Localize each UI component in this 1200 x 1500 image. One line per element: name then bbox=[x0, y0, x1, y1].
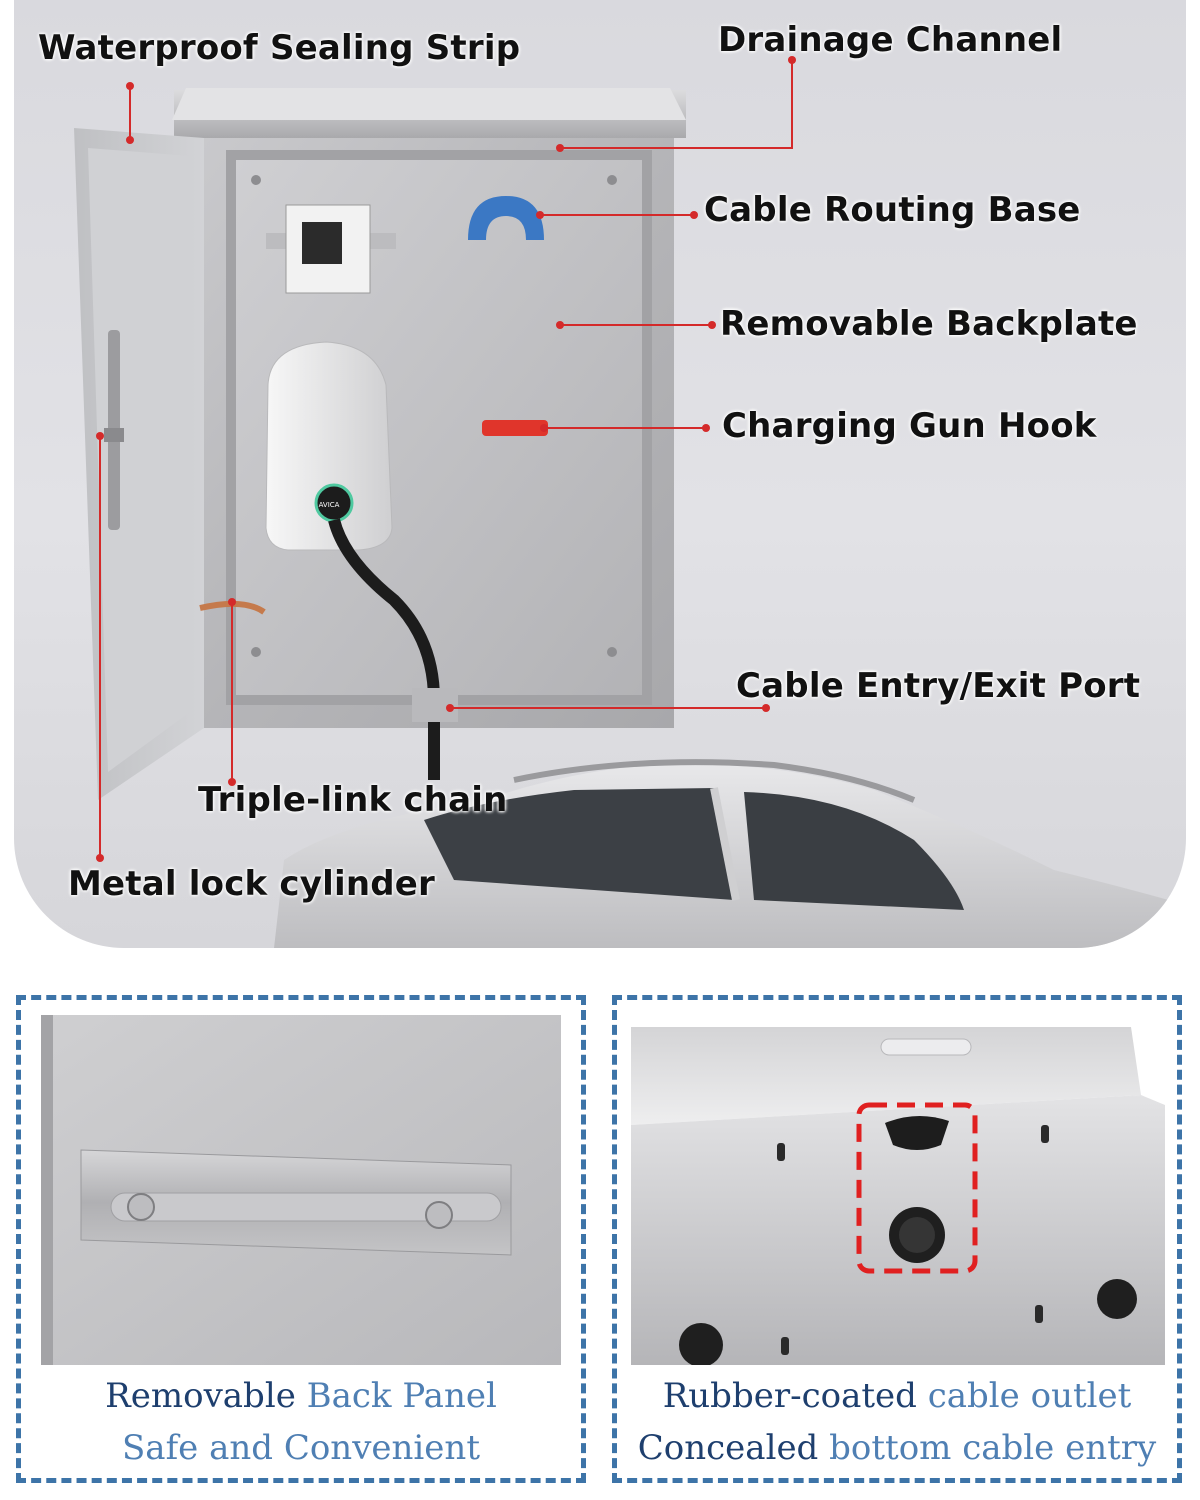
charger-brand: AVICA bbox=[319, 501, 340, 509]
cable-outlet-illustration bbox=[631, 1015, 1165, 1365]
callout-metal-lock-cylinder: Metal lock cylinder bbox=[68, 864, 435, 904]
callout-drainage-channel: Drainage Channel bbox=[718, 20, 1063, 60]
cable-outlet-detail-box: Rubber-coated cable outlet Concealed bot… bbox=[612, 995, 1182, 1483]
caption-text-dark: Concealed bbox=[637, 1428, 830, 1468]
caption-text-light: bottom cable entry bbox=[829, 1428, 1157, 1468]
din-rail-illustration bbox=[41, 1015, 561, 1365]
callout-charging-gun-hook: Charging Gun Hook bbox=[722, 406, 1097, 446]
callout-waterproof-sealing-strip: Waterproof Sealing Strip bbox=[38, 28, 521, 68]
caption-text-light: Safe and Convenient bbox=[122, 1428, 480, 1468]
leader-lines bbox=[99, 60, 793, 858]
din-rail-photo bbox=[41, 1015, 561, 1365]
caption-rubber-coated-outlet: Rubber-coated cable outlet bbox=[617, 1376, 1177, 1416]
caption-safe-convenient: Safe and Convenient bbox=[21, 1428, 581, 1468]
caption-concealed-bottom-entry: Concealed bottom cable entry bbox=[617, 1428, 1177, 1468]
back-panel-detail-box: Removable Back Panel Safe and Convenient bbox=[16, 995, 586, 1483]
leader-drainage bbox=[560, 60, 793, 149]
caption-text-light: Back Panel bbox=[306, 1376, 497, 1416]
enclosure-photo-panel: AVICA Waterproof Sealing Strip Drainage … bbox=[14, 0, 1186, 948]
caption-text-light: cable outlet bbox=[927, 1376, 1132, 1416]
callout-cable-routing-base: Cable Routing Base bbox=[704, 190, 1081, 230]
callout-removable-backplate: Removable Backplate bbox=[720, 304, 1138, 344]
callout-triple-link-chain: Triple-link chain bbox=[198, 780, 508, 820]
leader-dots bbox=[96, 56, 796, 862]
caption-text-dark: Rubber-coated bbox=[662, 1376, 928, 1416]
car-silhouette bbox=[274, 759, 1186, 948]
caption-removable-back-panel: Removable Back Panel bbox=[21, 1376, 581, 1416]
highlight-frame bbox=[856, 1102, 978, 1274]
enclosure-illustration: AVICA bbox=[74, 56, 1186, 948]
caption-text-dark: Removable bbox=[105, 1376, 307, 1416]
callout-cable-entry-exit-port: Cable Entry/Exit Port bbox=[736, 666, 1141, 706]
cable-outlet-photo bbox=[631, 1015, 1165, 1365]
enclosure-body bbox=[74, 88, 686, 800]
